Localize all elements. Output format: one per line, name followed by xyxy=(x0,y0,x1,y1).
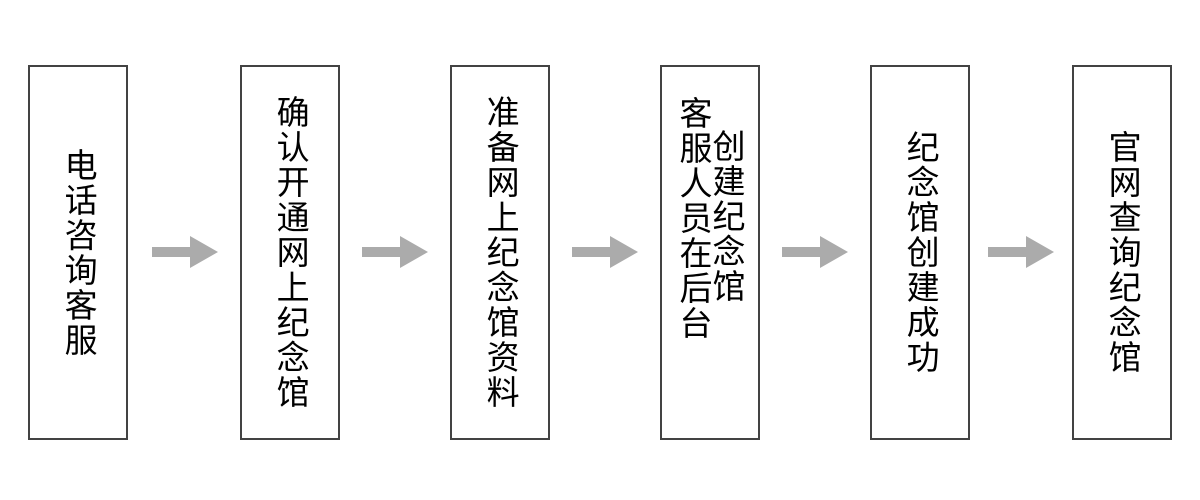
process-node-2-label: 确认开通网上纪念馆 xyxy=(271,95,311,410)
process-node-6-label: 官网查询纪念馆 xyxy=(1103,130,1143,375)
process-node-5-label: 纪念馆创建成功 xyxy=(901,130,941,375)
process-node-5[interactable]: 纪念馆创建成功 xyxy=(870,65,970,440)
process-node-6[interactable]: 官网查询纪念馆 xyxy=(1072,65,1172,440)
process-node-4[interactable]: 创建纪念馆 客服人员在后台 xyxy=(660,65,760,440)
right-arrow-icon-3 xyxy=(572,236,638,268)
process-node-4-label-line2: 客服人员在后台 xyxy=(674,96,713,341)
right-arrow-icon-4 xyxy=(782,236,848,268)
process-node-3[interactable]: 准备网上纪念馆资料 xyxy=(450,65,550,440)
process-node-1-label: 电话咨询客服 xyxy=(59,147,99,358)
right-arrow-icon-1 xyxy=(152,236,218,268)
right-arrow-icon-2 xyxy=(362,236,428,268)
process-node-1[interactable]: 电话咨询客服 xyxy=(28,65,128,440)
process-node-2[interactable]: 确认开通网上纪念馆 xyxy=(240,65,340,440)
process-node-4-label-line1: 创建纪念馆 xyxy=(707,129,746,304)
process-node-3-label: 准备网上纪念馆资料 xyxy=(481,95,521,410)
right-arrow-icon-5 xyxy=(988,236,1054,268)
